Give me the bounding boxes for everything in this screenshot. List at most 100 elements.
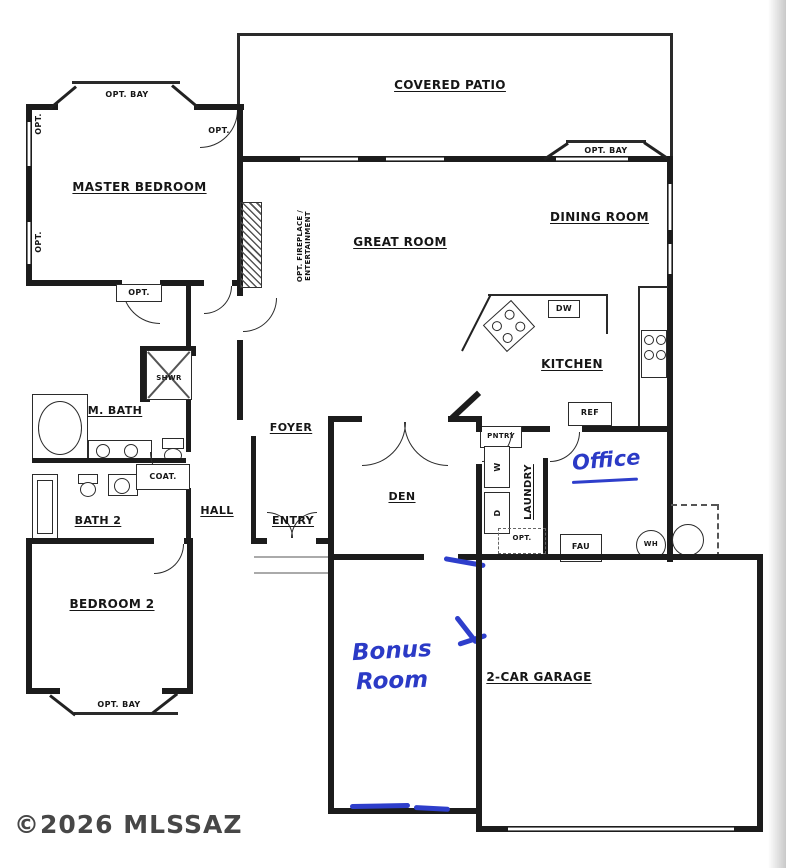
wall-segment xyxy=(251,436,256,544)
dryer-label: D xyxy=(492,509,502,517)
opt-dashed-box xyxy=(498,528,546,554)
room-label-dining-room: DINING ROOM xyxy=(550,210,649,224)
room-label-hall: HALL xyxy=(200,504,234,517)
toilet-icon xyxy=(80,482,96,497)
sink-icon xyxy=(96,444,110,458)
coat-closet xyxy=(136,464,190,490)
opt-label-window-2: OPT. xyxy=(33,231,43,253)
bay-window-line xyxy=(171,84,200,109)
wall-segment xyxy=(328,546,334,814)
wall-segment xyxy=(328,416,334,546)
porch-step-line xyxy=(254,572,330,574)
water-heater-label: WH xyxy=(643,540,659,548)
wall-segment xyxy=(328,808,482,814)
opt-dashed-line xyxy=(717,504,719,558)
window xyxy=(668,244,672,274)
wall-segment xyxy=(26,104,58,110)
wall-segment xyxy=(26,688,60,694)
wall-segment xyxy=(186,488,191,544)
porch-step-line xyxy=(254,556,330,558)
wall-segment xyxy=(162,688,193,694)
room-label-kitchen: KITCHEN xyxy=(541,357,603,371)
wall-segment xyxy=(160,280,204,286)
opt-bay-label-master: OPT. BAY xyxy=(105,90,149,99)
room-label-garage: 2-CAR GARAGE xyxy=(486,670,592,684)
garage-door xyxy=(508,827,734,831)
window xyxy=(556,157,628,161)
wall-segment xyxy=(186,400,191,452)
wall-segment xyxy=(237,104,243,296)
wall-segment xyxy=(194,104,244,110)
sink-icon xyxy=(124,444,138,458)
pen-stroke xyxy=(349,802,411,809)
opt-bay-label-dining: OPT. BAY xyxy=(584,146,628,155)
fireplace-label: OPT. FIREPLACE / ENTERTAINMENT xyxy=(290,190,318,302)
opt-label-laundry: OPT. xyxy=(512,534,532,542)
room-label-bath-2: BATH 2 xyxy=(74,514,122,527)
wall-segment xyxy=(476,554,482,832)
bathtub xyxy=(38,401,82,455)
handwritten-underline xyxy=(571,477,638,484)
bay-window-line xyxy=(74,712,178,715)
wall-segment xyxy=(670,33,673,161)
fireplace xyxy=(240,202,262,288)
sink-icon xyxy=(114,478,130,494)
mls-watermark: ©2026 MLSSAZ xyxy=(14,810,243,839)
counter-line xyxy=(638,286,668,288)
room-label-entry: ENTRY xyxy=(271,514,315,527)
window xyxy=(27,222,31,264)
window xyxy=(386,157,444,161)
room-label-den: DEN xyxy=(388,490,416,503)
door-swing-arc xyxy=(362,422,406,466)
door-swing-arc xyxy=(404,422,448,466)
room-label-laundry: LAUNDRY xyxy=(522,464,534,520)
wall-segment xyxy=(237,156,673,162)
wall-segment xyxy=(316,538,333,544)
bay-window-line xyxy=(49,85,78,110)
washer-box xyxy=(484,446,510,488)
counter-line xyxy=(638,286,640,428)
island-counter-line xyxy=(488,294,608,296)
wall-segment xyxy=(476,464,482,560)
coat-label: COAT. xyxy=(149,472,177,481)
wall-segment xyxy=(237,33,240,161)
opt-label-window-1: OPT. xyxy=(33,113,43,135)
fireplace-label-line1: OPT. FIREPLACE / xyxy=(296,209,304,283)
window xyxy=(668,184,672,230)
wall-segment xyxy=(187,538,193,694)
wall-segment xyxy=(476,416,482,432)
wall-segment xyxy=(26,538,32,690)
burner-icon xyxy=(644,350,654,360)
wall-segment xyxy=(140,346,150,402)
wall-segment xyxy=(32,458,186,463)
bay-window-line xyxy=(566,140,646,143)
room-label-foyer: FOYER xyxy=(269,421,313,434)
room-label-m-bath: M. BATH xyxy=(87,404,143,417)
dryer-box xyxy=(484,492,510,534)
room-label-great-room: GREAT ROOM xyxy=(353,235,447,249)
bay-window-line xyxy=(49,694,77,717)
wall-segment xyxy=(26,280,122,286)
dishwasher-box xyxy=(548,300,580,318)
dishwasher-label: DW xyxy=(555,304,573,313)
wall-segment xyxy=(232,280,243,286)
washer-label: W xyxy=(492,462,502,472)
door-swing-arc xyxy=(204,286,232,314)
wall-segment xyxy=(582,426,673,432)
wall-segment xyxy=(26,538,154,544)
opt-label-door: OPT. xyxy=(208,126,230,135)
wall-segment xyxy=(757,554,763,832)
closet-box xyxy=(116,284,162,302)
opt-dashed-line xyxy=(671,504,717,506)
scan-edge-artifact xyxy=(768,0,786,868)
handwritten-office: Office xyxy=(571,445,642,475)
island-counter-line xyxy=(606,294,608,334)
opt-label-closet: OPT. xyxy=(128,288,150,297)
fireplace-label-line2: ENTERTAINMENT xyxy=(304,211,312,281)
refrigerator-label: REF xyxy=(580,408,600,417)
window xyxy=(300,157,358,161)
handwritten-bonus-line1: Bonus xyxy=(351,635,433,667)
wall-segment xyxy=(543,458,548,560)
room-label-covered-patio: COVERED PATIO xyxy=(394,78,506,92)
wall-segment xyxy=(237,340,243,420)
